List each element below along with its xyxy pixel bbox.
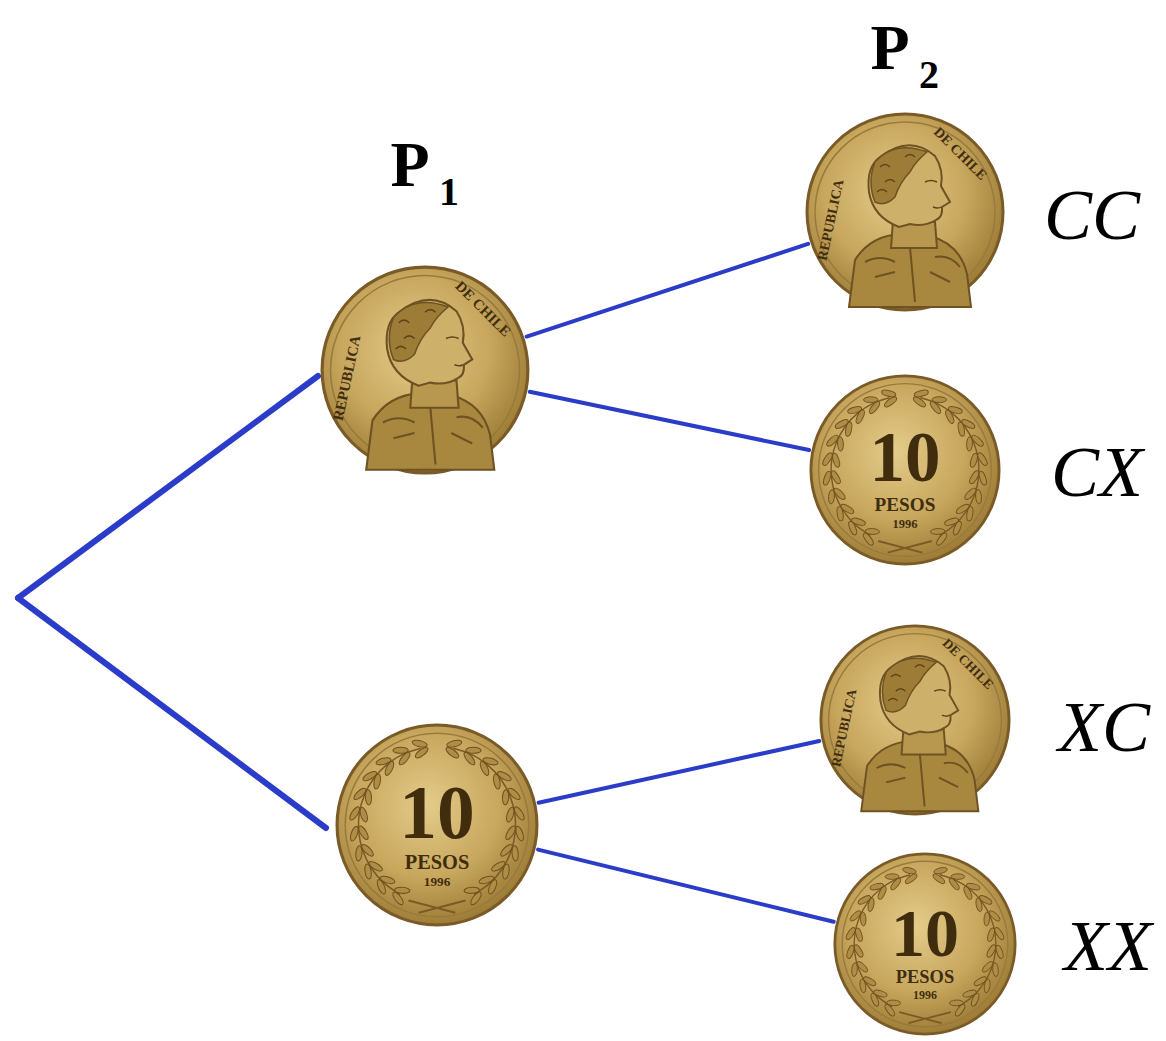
stage-subscript: 2: [919, 55, 939, 95]
stage-label: P: [390, 133, 429, 197]
coin-year: 1996: [424, 875, 451, 888]
coin-heads: REPUBLICADE CHILE: [819, 624, 1011, 816]
stage-subscript: 1: [439, 172, 459, 212]
outcome-label: CX: [1051, 436, 1143, 508]
coin-currency: PESOS: [875, 495, 936, 514]
coin-heads: REPUBLICADE CHILE: [320, 265, 530, 475]
branch-line: [18, 598, 326, 828]
coin-currency: PESOS: [896, 968, 954, 986]
laurel-wreath: [845, 866, 1006, 1023]
coin-currency: PESOS: [405, 852, 470, 872]
outcome-label: XC: [1058, 691, 1150, 763]
coin-tails: 10PESOS 1996: [335, 723, 539, 927]
bust-portrait: [861, 656, 978, 811]
stage-label: P: [870, 16, 909, 80]
outcome-label: CC: [1044, 179, 1140, 251]
coin-year: 1996: [893, 518, 918, 530]
branch-connector: [538, 850, 834, 922]
laurel-wreath: [821, 389, 989, 553]
coin-value: 10: [869, 423, 940, 494]
bust-portrait: [366, 300, 494, 470]
bust-portrait: [849, 145, 971, 307]
coin-heads: REPUBLICADE CHILE: [805, 112, 1005, 312]
branch-connector: [530, 392, 809, 450]
branch-line: [18, 376, 318, 598]
laurel-wreath: [348, 739, 526, 913]
branch-connector: [539, 741, 820, 803]
outcome-label: XX: [1064, 910, 1152, 982]
coin-tails: 10PESOS 1996: [833, 852, 1017, 1036]
coin-tails: 10PESOS 1996: [809, 374, 1001, 566]
coin-value: 10: [891, 899, 959, 967]
branch-connector: [527, 244, 808, 337]
coin-value: 10: [399, 775, 474, 850]
coin-year: 1996: [913, 990, 937, 1002]
